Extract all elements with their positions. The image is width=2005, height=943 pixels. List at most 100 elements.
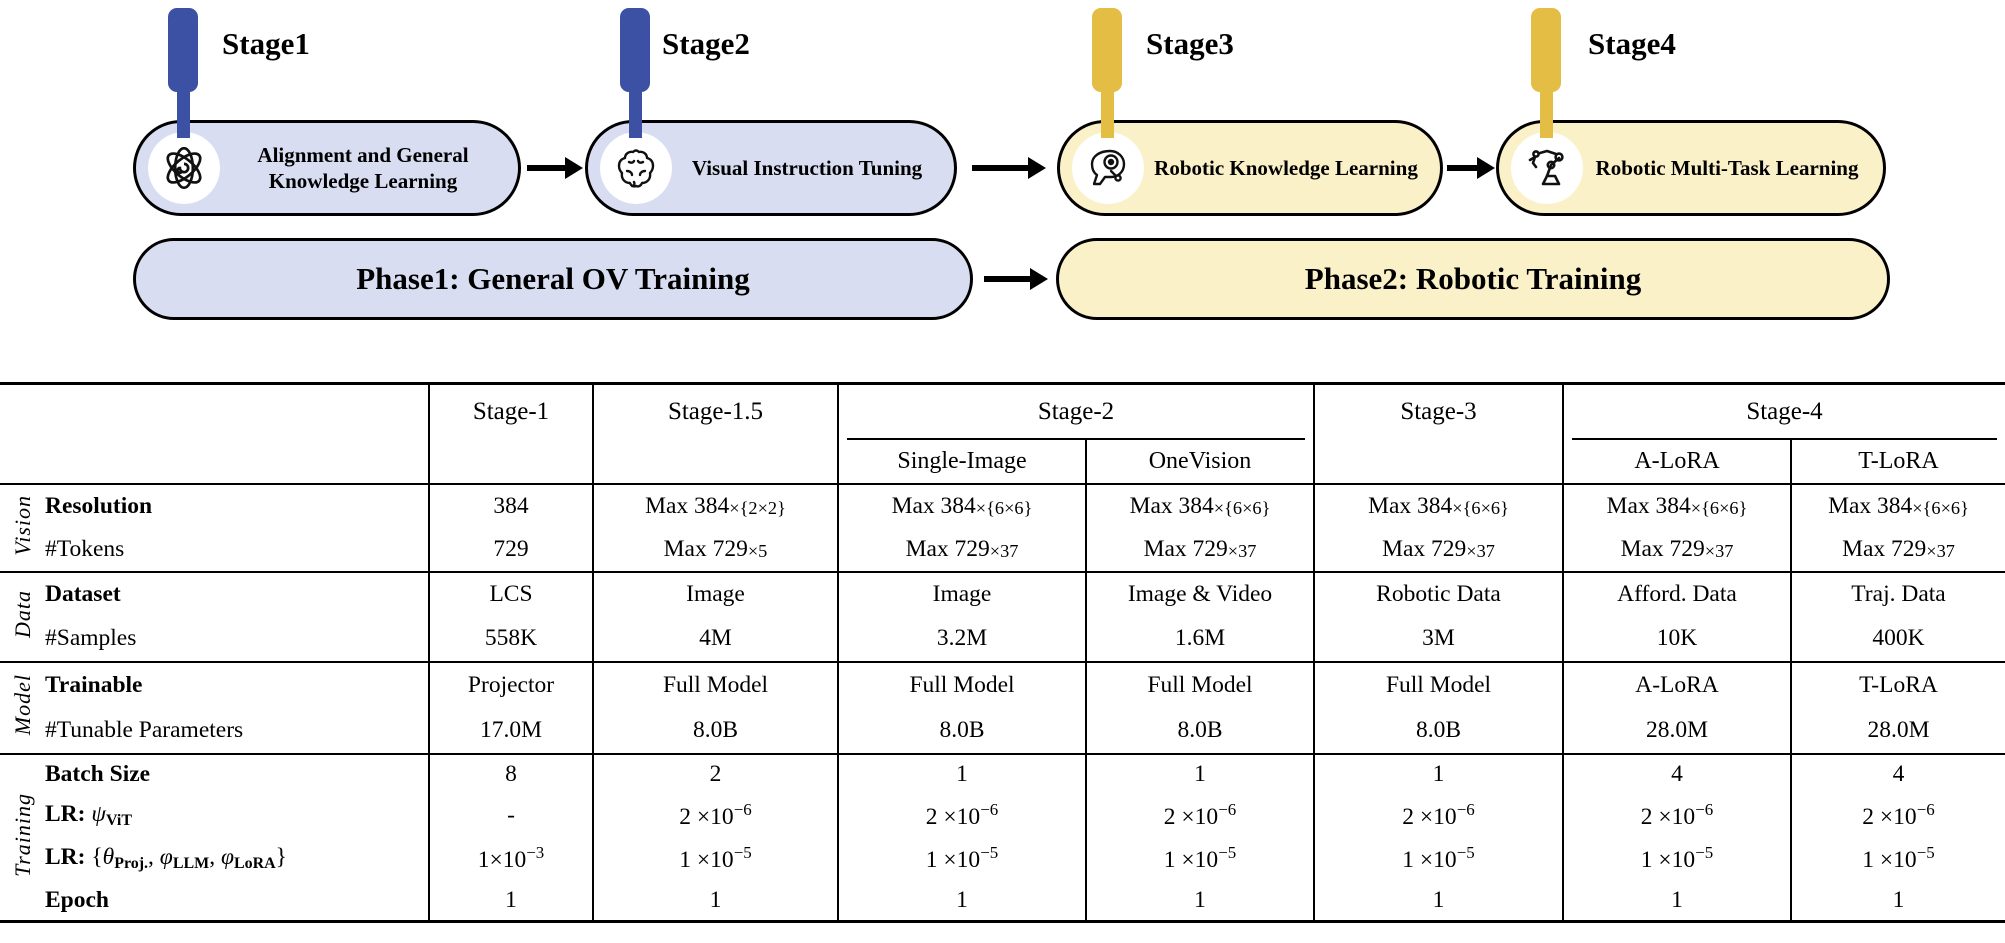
text-seg-superscript: −5	[1218, 842, 1237, 862]
text-seg: 2 ×10	[679, 803, 734, 830]
column-header: Stage-1	[428, 383, 593, 440]
group-label: Vision	[0, 484, 45, 572]
text-seg-superscript: −5	[1456, 842, 1475, 862]
text-seg-small: ×37	[989, 540, 1019, 561]
text-seg-small: ×5	[747, 540, 768, 561]
column-header: Stage-4	[1562, 383, 2005, 440]
table-cell: Max 384×{6×6}	[1790, 483, 2005, 528]
table-cell: 2 ×10−6	[837, 794, 1086, 836]
table-cell: 1.6M	[1085, 616, 1314, 662]
text-seg: Proj.	[114, 854, 149, 872]
table-cell: Max 729×5	[592, 527, 838, 572]
text-seg: ,	[148, 843, 160, 870]
table-cell: 28.0M	[1790, 707, 2005, 754]
text-seg-small: ×37	[1227, 540, 1257, 561]
text-seg: {	[91, 843, 103, 870]
sub-column-header-empty	[592, 439, 838, 485]
stage1-label: Stage1	[222, 26, 310, 61]
stage1-pin-marker	[168, 8, 198, 138]
group-label-text: Training	[9, 792, 35, 877]
row-label: LR: ψViT	[45, 795, 429, 836]
row-label: LR: {θProj., φLLM, φLoRA}	[45, 836, 429, 881]
atom-icon	[148, 132, 220, 204]
table-cell: 2 ×10−6	[1313, 794, 1563, 836]
arrow-icon	[984, 266, 1048, 297]
text-seg: ViT	[105, 811, 132, 829]
group-label: Training	[0, 752, 45, 922]
table-cell: Robotic Data	[1313, 570, 1563, 617]
text-seg: Resolution	[45, 492, 153, 519]
text-seg: 2 ×10	[1640, 803, 1696, 830]
table-cell: Max 384×{6×6}	[1562, 483, 1791, 528]
table-cell: 1	[1085, 752, 1314, 795]
phase1-pill: Phase1: General OV Training	[133, 238, 973, 320]
robot-arm-icon	[1511, 132, 1583, 204]
table-cell: 8.0B	[592, 707, 838, 754]
table-cell: 2 ×10−6	[592, 794, 838, 836]
text-seg: 1 ×10	[1862, 846, 1917, 873]
table-cell: 8.0B	[837, 707, 1086, 754]
pin-head	[1531, 8, 1561, 92]
column-header: Stage-2	[837, 383, 1314, 440]
table-cell: 4	[1790, 752, 2005, 795]
table-cell: 1 ×10−5	[592, 835, 838, 881]
table-cell: 558K	[428, 616, 593, 662]
text-seg: #Samples	[45, 625, 137, 651]
row-label: Resolution	[45, 484, 429, 528]
table-cell: Max 384×{6×6}	[837, 483, 1086, 528]
text-seg: 1 ×10	[925, 846, 981, 873]
stage4-pill: Robotic Multi-Task Learning	[1496, 120, 1886, 216]
pin-head	[1092, 8, 1122, 92]
row-label: #Samples	[45, 617, 429, 662]
table-cell: Full Model	[592, 660, 838, 708]
table-cell: 1 ×10−5	[1085, 835, 1314, 881]
table-cell: 8.0B	[1085, 707, 1314, 754]
text-seg: Max 384	[645, 492, 730, 519]
row-label: Trainable	[45, 660, 429, 708]
text-seg: 2 ×10	[1402, 803, 1457, 830]
table-cell: Image	[837, 570, 1086, 617]
text-seg-superscript: −5	[1695, 842, 1714, 862]
table-cell: 8.0B	[1313, 707, 1563, 754]
text-seg-superscript: −5	[980, 842, 999, 862]
arrow-icon	[1447, 155, 1495, 186]
table-cell: 729	[428, 527, 593, 572]
text-seg: φ	[159, 843, 173, 870]
row-label: Epoch	[45, 881, 429, 922]
stage3-label: Stage3	[1146, 26, 1234, 61]
text-seg-superscript: −5	[733, 842, 752, 862]
stage3-pill-title: Robotic Knowledge Learning	[1154, 155, 1418, 180]
pin-stem	[1100, 88, 1114, 138]
table-cell: 400K	[1790, 616, 2005, 662]
text-seg: 2 ×10	[925, 803, 981, 830]
table-cell: 1 ×10−5	[837, 835, 1086, 881]
pin-head	[620, 8, 650, 92]
phase2-title: Phase2: Robotic Training	[1304, 261, 1642, 296]
stage4-pill-title: Robotic Multi-Task Learning	[1595, 155, 1859, 180]
group-label-text: Data	[9, 590, 35, 638]
table-cell: 2 ×10−6	[1562, 794, 1791, 836]
row-label: Batch Size	[45, 752, 429, 795]
table-cell: T-LoRA	[1790, 660, 2005, 708]
table-cell: 1	[1562, 880, 1791, 922]
stage3-pin-marker	[1092, 8, 1122, 138]
table-cell: Traj. Data	[1790, 570, 2005, 617]
text-seg-small: ×37	[1926, 540, 1955, 561]
text-seg: LoRA	[233, 854, 276, 872]
text-seg: LR:	[45, 843, 92, 870]
table-cell: Max 729×37	[837, 527, 1086, 572]
table-cell: 17.0M	[428, 707, 593, 754]
text-seg: Batch Size	[45, 761, 151, 787]
row-label: Dataset	[45, 570, 429, 617]
table-cell: 2 ×10−6	[1790, 794, 2005, 836]
stage1-pill: Alignment and General Knowledge Learning	[133, 120, 521, 216]
table-cell: Max 729×37	[1790, 527, 2005, 572]
